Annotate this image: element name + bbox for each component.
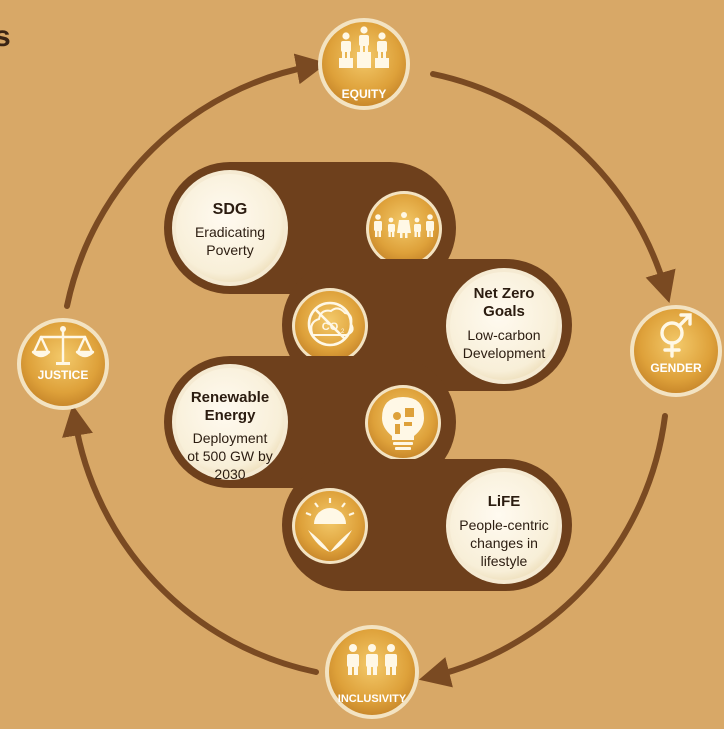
- svg-text:2: 2: [341, 329, 345, 335]
- no-co2-cloud-icon: CO 2: [307, 301, 354, 347]
- renewable-line-3: 2030: [214, 466, 245, 482]
- life-line-1: People-centric: [459, 517, 549, 533]
- arrow-gender-to-inclusivity: [418, 413, 668, 688]
- cycle-arrows: [62, 53, 676, 688]
- pillar-renewable: Renewable Energy Deployment ot 500 GW by…: [164, 356, 456, 488]
- people-on-podium-icon: [339, 26, 389, 68]
- renewable-line-1: Deployment: [193, 430, 268, 446]
- arrow-justice-to-equity: [64, 53, 328, 309]
- equity-label: EQUITY: [342, 87, 387, 101]
- gender-label: GENDER: [650, 361, 702, 375]
- ring-node-inclusivity: INCLUSIVITY: [325, 625, 419, 719]
- ring-node-justice: JUSTICE: [17, 318, 109, 410]
- net-zero-title-line-1: Net Zero: [474, 285, 535, 302]
- renewable-title-line-2: Energy: [205, 407, 257, 424]
- net-zero-line-1: Low-carbon: [467, 327, 540, 343]
- net-zero-line-2: Development: [463, 345, 546, 361]
- inclusivity-label: INCLUSIVITY: [338, 693, 407, 705]
- sdg-line-1: Eradicating: [195, 224, 265, 240]
- ring-node-gender: GENDER: [630, 305, 722, 397]
- arrow-inclusivity-to-justice: [62, 404, 319, 675]
- pillar-sdg: SDG Eradicating Poverty: [164, 162, 456, 294]
- sdg-line-2: Poverty: [206, 242, 253, 258]
- pillar-life: LiFE People-centric changes in lifestyle: [282, 459, 572, 591]
- life-title: LiFE: [488, 493, 521, 510]
- life-line-2: changes in: [470, 535, 538, 551]
- sun-over-leaves-icon: [305, 498, 355, 552]
- renewable-title-line-1: Renewable: [191, 389, 269, 406]
- cropped-heading-fragment: s: [0, 20, 11, 53]
- ring-node-equity: EQUITY: [318, 18, 410, 110]
- family-icon: [374, 212, 434, 238]
- justice-label: JUSTICE: [38, 368, 89, 382]
- gender-symbol-icon: [660, 313, 692, 358]
- three-people-icon: [347, 644, 397, 675]
- sdg-title: SDG: [213, 201, 248, 218]
- balance-scale-icon: [31, 326, 95, 365]
- renewable-line-2: ot 500 GW by: [187, 448, 273, 464]
- net-zero-title-line-2: Goals: [483, 303, 525, 320]
- arrow-equity-to-gender: [430, 71, 676, 303]
- lightbulb-energy-icon: [382, 397, 424, 450]
- life-line-3: lifestyle: [481, 553, 528, 569]
